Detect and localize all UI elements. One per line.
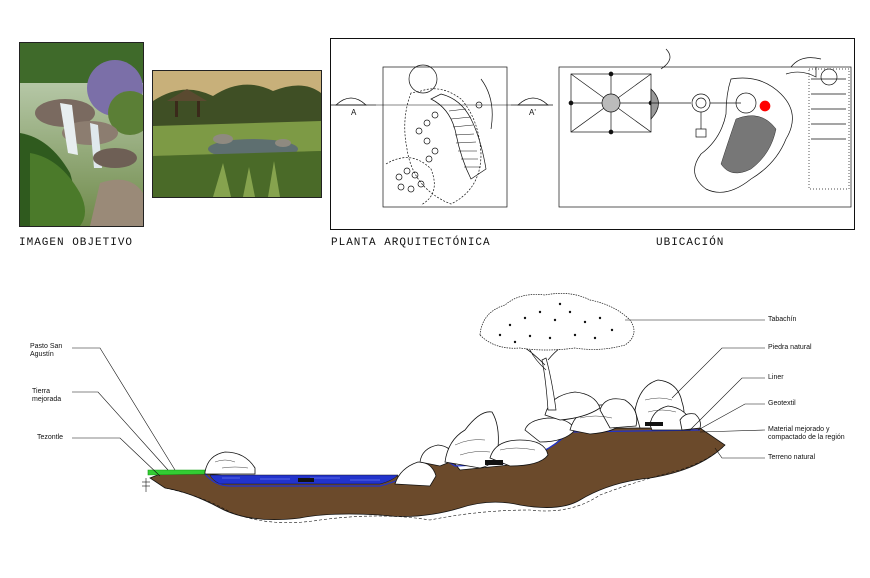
planta-drawing <box>382 64 508 208</box>
photo-waterfall <box>19 42 144 227</box>
section-mark-right-label: A' <box>529 108 536 117</box>
caption-imagen-objetivo: IMAGEN OBJETIVO <box>19 237 134 249</box>
grass-strip <box>147 469 206 476</box>
photo-pond-gazebo <box>152 70 322 198</box>
label-liner: Liner <box>768 374 784 381</box>
tree-tabachin <box>479 293 635 411</box>
label-geotextil: Geotextil <box>768 400 796 407</box>
plan-frame: A A' <box>330 38 855 230</box>
label-material: Material mejorado y compactado de la reg… <box>768 426 845 441</box>
label-tabachin: Tabachín <box>768 316 797 323</box>
label-piedra: Piedra natural <box>768 344 812 351</box>
label-tierra: Tierra mejorada <box>32 388 62 403</box>
pond-water <box>209 474 399 485</box>
location-marker-icon <box>759 100 771 112</box>
soil-layer <box>149 427 726 521</box>
label-terreno: Terreno natural <box>768 454 816 461</box>
section-mark-right-icon <box>511 97 553 106</box>
caption-planta-arquitectonica: PLANTA ARQUITECTÓNICA <box>331 237 491 249</box>
caption-ubicacion: UBICACIÓN <box>656 237 725 249</box>
label-tezontle: Tezontle <box>37 434 64 441</box>
section-mark-left-icon <box>331 97 376 106</box>
label-pasto: Pasto San Agustín <box>30 343 63 358</box>
section-mark-left-label: A <box>351 108 357 117</box>
ubicacion-drawing <box>558 48 852 208</box>
